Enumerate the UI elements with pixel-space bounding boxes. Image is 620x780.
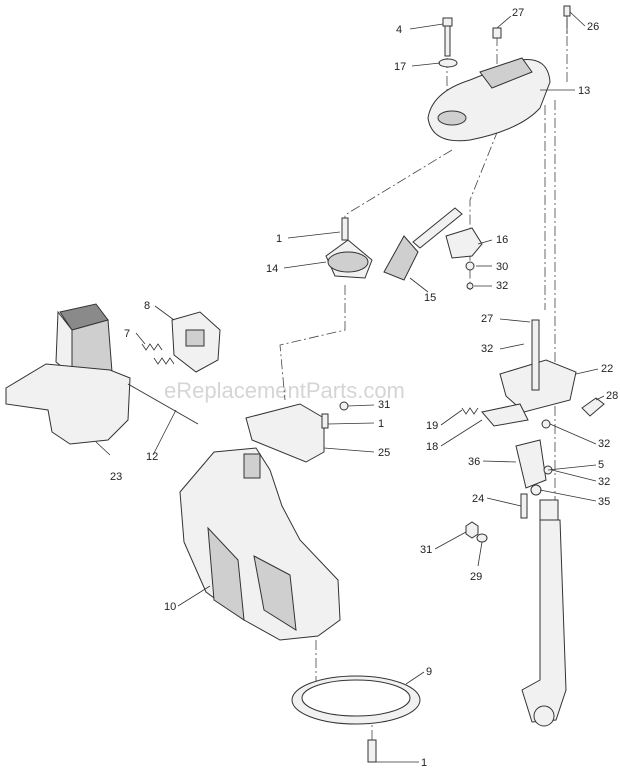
callout-5: 5 (598, 459, 604, 471)
part-23-handle (5, 303, 131, 445)
callout-13: 13 (578, 85, 590, 97)
callout-labels: 4 27 26 17 13 1 14 16 30 32 15 8 7 27 32… (110, 7, 618, 769)
callout-18: 18 (426, 441, 438, 453)
callout-32: 32 (496, 280, 508, 292)
callout-32-right-lower: 32 (598, 476, 610, 488)
callout-8: 8 (144, 300, 150, 312)
callout-27: 27 (512, 7, 524, 19)
part-4-bolt (442, 17, 453, 57)
callout-9: 9 (426, 666, 432, 678)
part-27-bolt-upper (492, 27, 502, 39)
callout-35: 35 (598, 496, 610, 508)
callout-36: 36 (468, 456, 480, 468)
part-17-washer (438, 58, 458, 68)
callout-1: 1 (276, 233, 282, 245)
part-7-springs (141, 343, 175, 365)
part-12-rod (127, 383, 199, 425)
callout-1-mid: 1 (378, 418, 384, 430)
callout-23: 23 (110, 471, 122, 483)
callout-12: 12 (146, 451, 158, 463)
callout-32-right: 32 (598, 438, 610, 450)
callout-16: 16 (496, 234, 508, 246)
part-25-lower-bracket (245, 401, 349, 463)
callout-1-bottom: 1 (421, 757, 427, 769)
part-13-upper-deflector (427, 57, 551, 142)
part-18-19-lever-spring (461, 403, 529, 427)
callout-7: 7 (124, 328, 130, 340)
callout-24: 24 (472, 493, 484, 505)
part-14-gear (325, 217, 373, 279)
part-31-29-nut-washer (465, 521, 488, 543)
callout-31: 31 (378, 399, 390, 411)
part-26-bolt (563, 5, 571, 34)
part-16-bracket (445, 227, 483, 290)
callout-28: 28 (606, 390, 618, 402)
callout-30: 30 (496, 261, 508, 273)
callout-29: 29 (470, 571, 482, 583)
part-5-36-linkage (515, 419, 553, 496)
callout-14: 14 (266, 263, 278, 275)
callout-32-lower: 32 (481, 343, 493, 355)
callout-25: 25 (378, 447, 390, 459)
callout-19: 19 (426, 420, 438, 432)
callout-27-lower: 27 (481, 313, 493, 325)
part-24-35-shaft (520, 493, 567, 727)
callout-15: 15 (424, 292, 436, 304)
part-9-ring (291, 675, 421, 725)
callout-17: 17 (394, 61, 406, 73)
part-10-discharge-chute (179, 447, 341, 641)
callout-22: 22 (601, 363, 613, 375)
callout-31-lower: 31 (420, 544, 432, 556)
part-22-control-plate (499, 319, 577, 413)
callout-26: 26 (587, 21, 599, 33)
part-15-rod (383, 207, 463, 281)
callout-4: 4 (396, 24, 402, 36)
part-1-bottom-bolt (367, 739, 377, 763)
callout-leaders (95, 11, 605, 763)
callout-10: 10 (164, 601, 176, 613)
part-28-pin (581, 397, 605, 417)
part-8-trigger-housing (171, 311, 221, 373)
